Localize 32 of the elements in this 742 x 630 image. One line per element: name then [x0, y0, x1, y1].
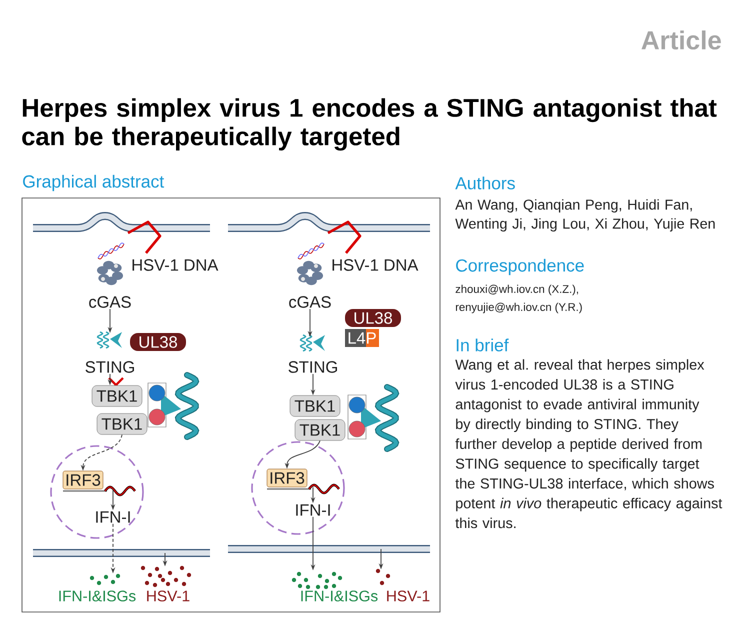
protein-label: STING — [288, 361, 337, 373]
summary-paragraph: Wang et al. reveal that herpes simplex virus 1-encoded UL38 is a STING antagonist to evade antiviral immunity by directly binding to STING. They further develop a peptide derived from STING sequence to specifically target the STING-UL38 interface, which shows potent in vivo therapeutic efficacy against this virus. — [455, 359, 722, 528]
section-heading: Graphical abstract — [23, 174, 164, 192]
dna-label: HSV-1 DNA — [332, 259, 418, 271]
protein-label: STING — [86, 361, 134, 373]
protein-box: TBK1 — [96, 413, 148, 435]
protein-label: IFN-I — [96, 511, 130, 523]
email-address: renyujie@wh.iov.cn (Y.R.) — [456, 302, 582, 314]
protein-box: TBK1 — [294, 419, 346, 441]
author-list: An Wang, Qianqian Peng, Huidi Fan, Wenting Ji, Jing Lou, Xi Zhou, Yujie Ren — [455, 199, 715, 232]
protein-label: cGAS — [89, 296, 131, 308]
protein-box: UL38 — [345, 309, 401, 327]
protein-box: UL38 — [130, 333, 186, 351]
product-label: HSV-1 — [147, 590, 190, 602]
protein-label: cGAS — [289, 296, 331, 308]
article-type-label: Article — [642, 30, 721, 50]
protein-box: IRF3 — [62, 470, 104, 490]
protein-box: TBK1 — [92, 385, 142, 407]
article-title: Herpes simplex virus 1 encodes a STING antagonist that can be therapeutically targeted — [22, 98, 717, 151]
email-address: zhouxi@wh.iov.cn (X.Z.), — [456, 284, 578, 296]
product-label: IFN-I&ISGs — [301, 590, 378, 602]
dna-label: HSV-1 DNA — [132, 259, 218, 271]
nucleus-circle — [50, 445, 144, 539]
product-label: IFN-I&ISGs — [59, 590, 136, 602]
section-heading: Authors — [455, 176, 515, 190]
section-heading: Correspondence — [456, 258, 584, 276]
protein-box: TBK1 — [290, 395, 340, 417]
nucleus-circle — [251, 441, 345, 535]
section-heading: In brief — [456, 338, 509, 352]
protein-box: IRF3 — [266, 468, 308, 488]
product-label: HSV-1 — [387, 590, 430, 602]
protein-label: IFN-I — [296, 504, 330, 516]
